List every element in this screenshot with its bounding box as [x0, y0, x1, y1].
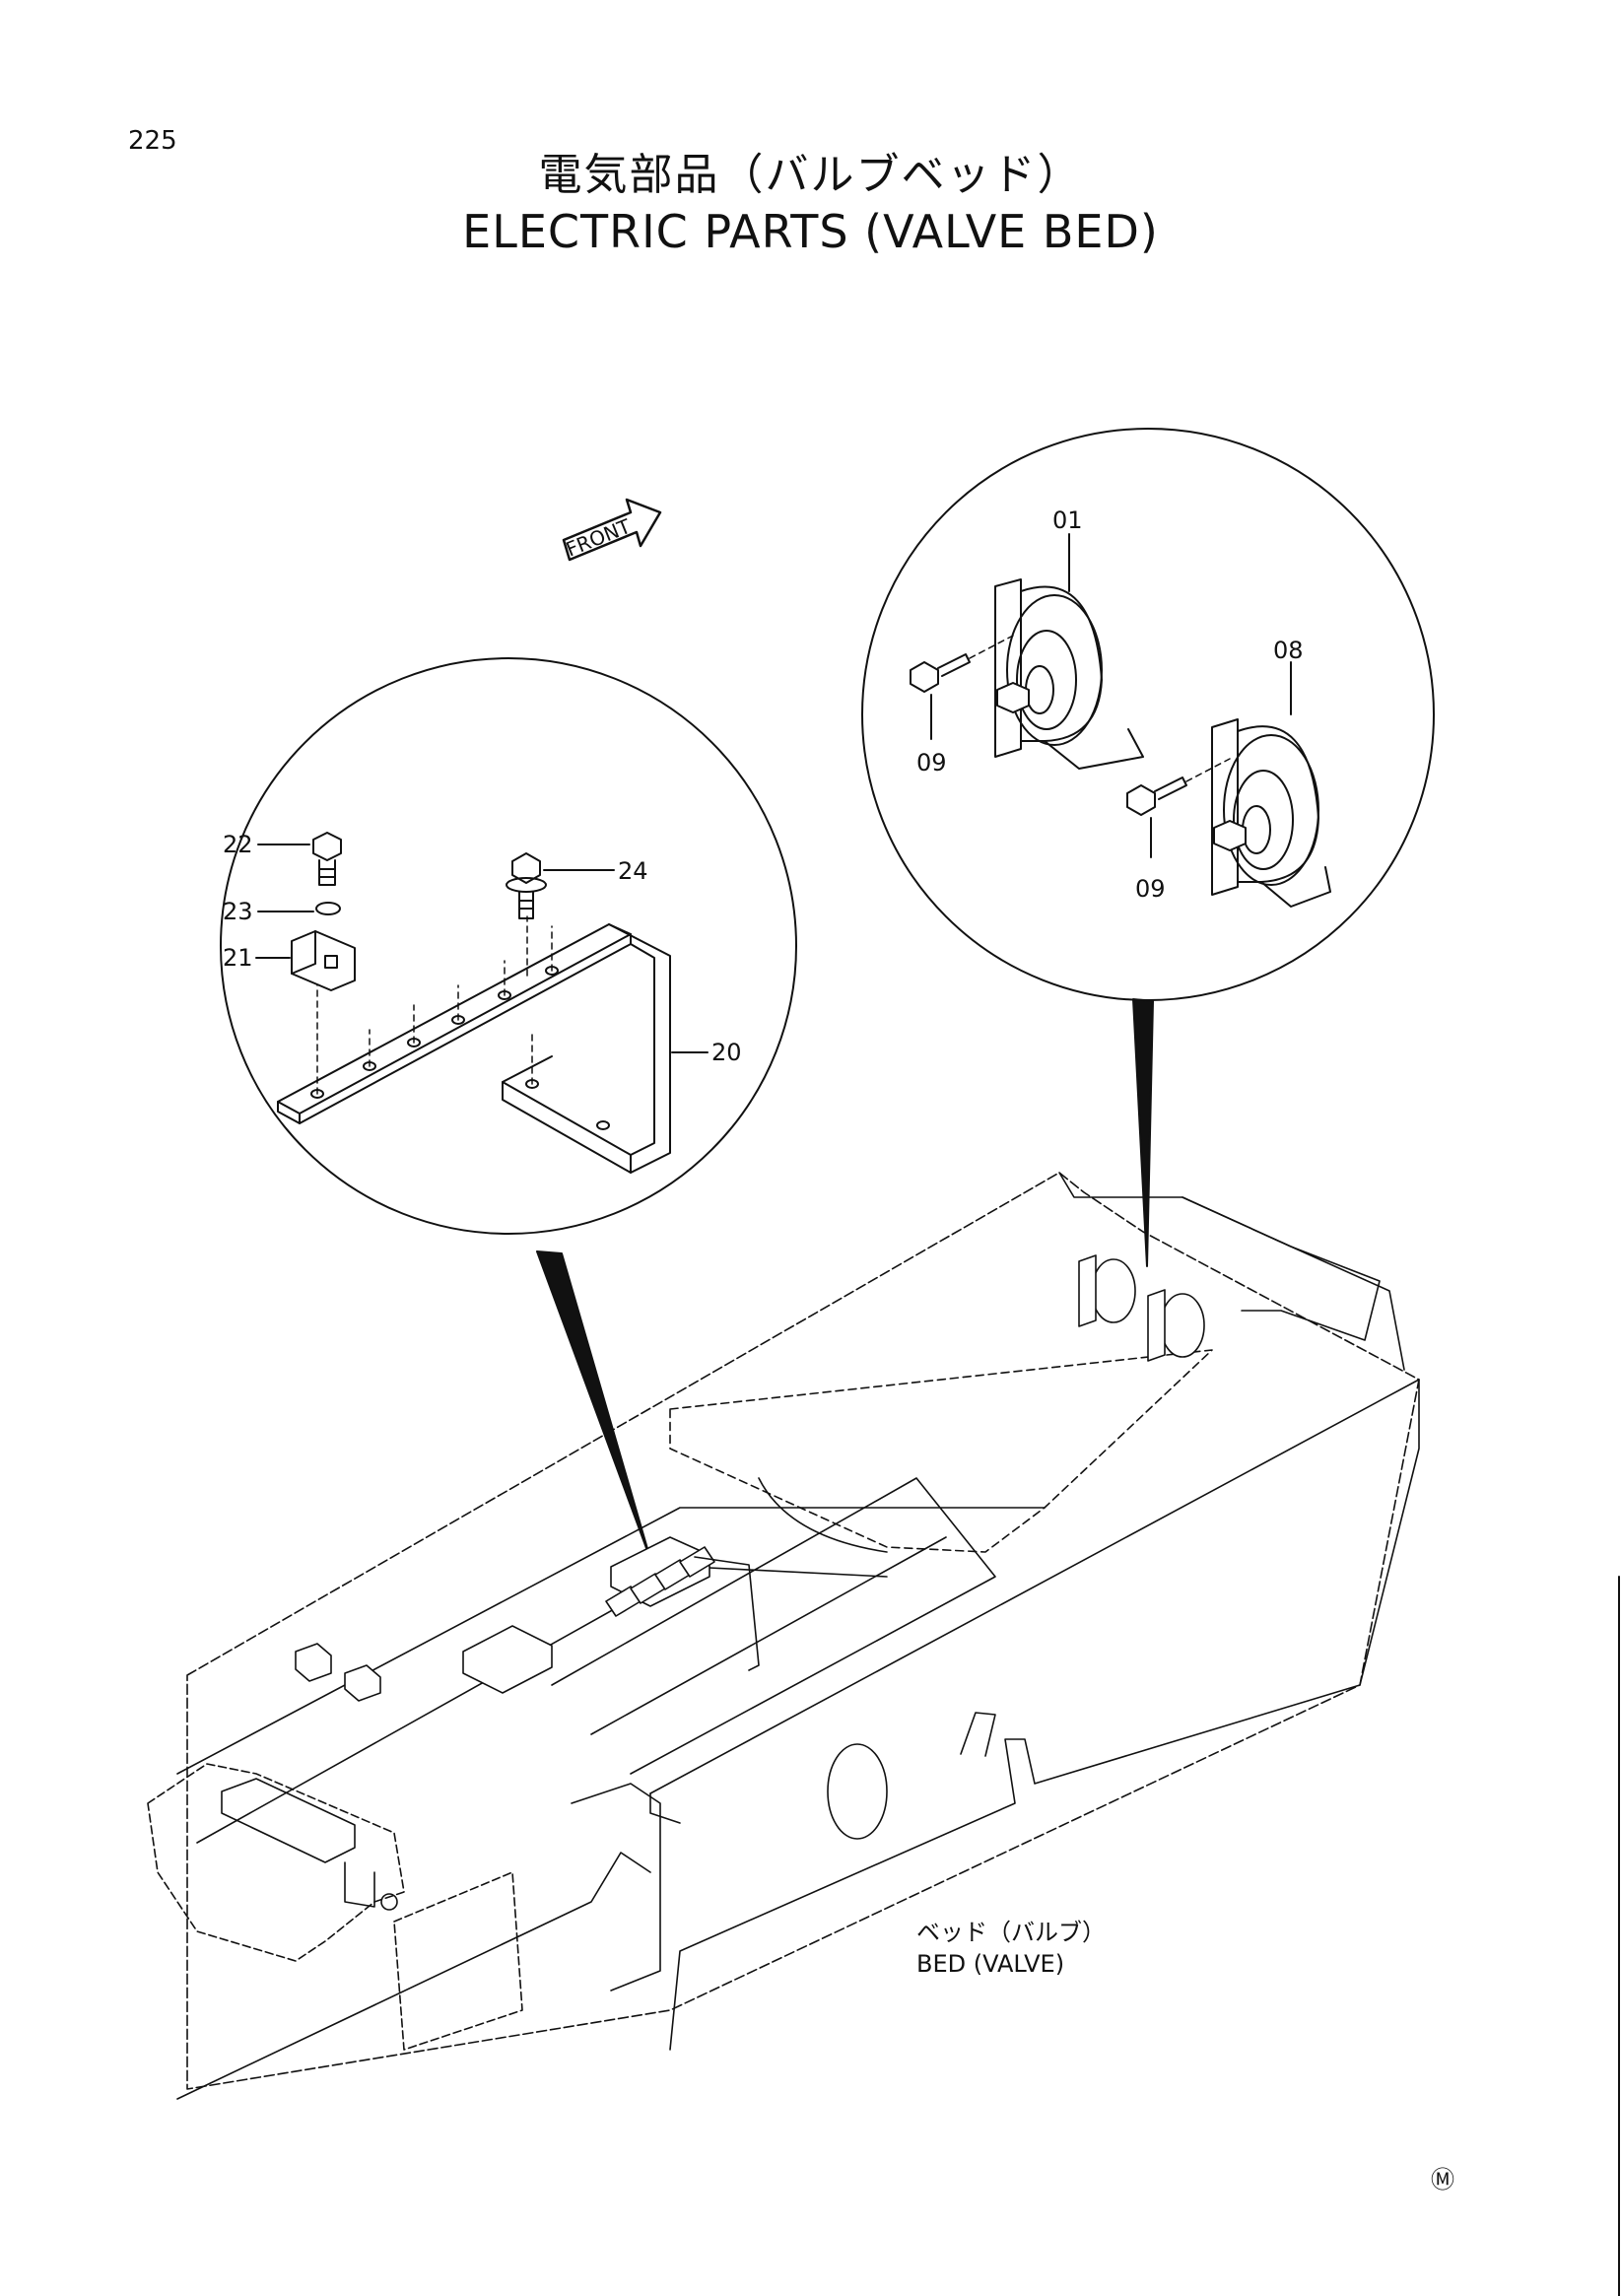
callout-23: 23 [223, 898, 253, 925]
page-title: 電気部品（バルブベッド） ELECTRIC PARTS (VALVE BED) [0, 148, 1621, 260]
washer [315, 902, 341, 915]
valve-bed-frame [147, 1172, 1420, 2100]
base-label: ベッド（バルブ） BED (VALVE) [916, 1917, 1106, 1980]
detail-circle-bracket [220, 657, 797, 1235]
callout-21: 21 [223, 944, 253, 972]
flange-bolt [506, 852, 547, 919]
corner-mark: Ⓜ [1431, 2166, 1454, 2194]
bolt-icon [312, 832, 342, 886]
base-label-japanese: ベッド（バルブ） [916, 1919, 1106, 1946]
callout-01: 01 [1052, 506, 1083, 534]
detail-circle-horns [861, 428, 1435, 1001]
horn-bolt-upper [910, 653, 971, 693]
callout-20: 20 [711, 1039, 742, 1066]
front-arrow-label: FRONT [563, 513, 635, 561]
callout-09-lower: 09 [1135, 875, 1166, 903]
front-arrow-icon: FRONT [562, 498, 662, 562]
base-label-english: BED (VALVE) [916, 1950, 1065, 1978]
title-japanese: 電気部品（バルブベッド） [538, 150, 1083, 200]
callout-24: 24 [618, 857, 648, 885]
horn-bolt-lower [1126, 777, 1187, 816]
callout-22: 22 [223, 831, 253, 858]
callout-09-upper: 09 [916, 749, 947, 777]
horn-icon [994, 578, 1331, 908]
terminal-plate [291, 930, 356, 991]
callout-08: 08 [1273, 637, 1304, 664]
bracket-icon [277, 915, 671, 1174]
leader-wedge-bracket [536, 1250, 651, 1560]
title-english: ELECTRIC PARTS (VALVE BED) [462, 205, 1159, 258]
leader-wedge-horns [1132, 998, 1154, 1267]
page-number: 225 [128, 126, 177, 156]
